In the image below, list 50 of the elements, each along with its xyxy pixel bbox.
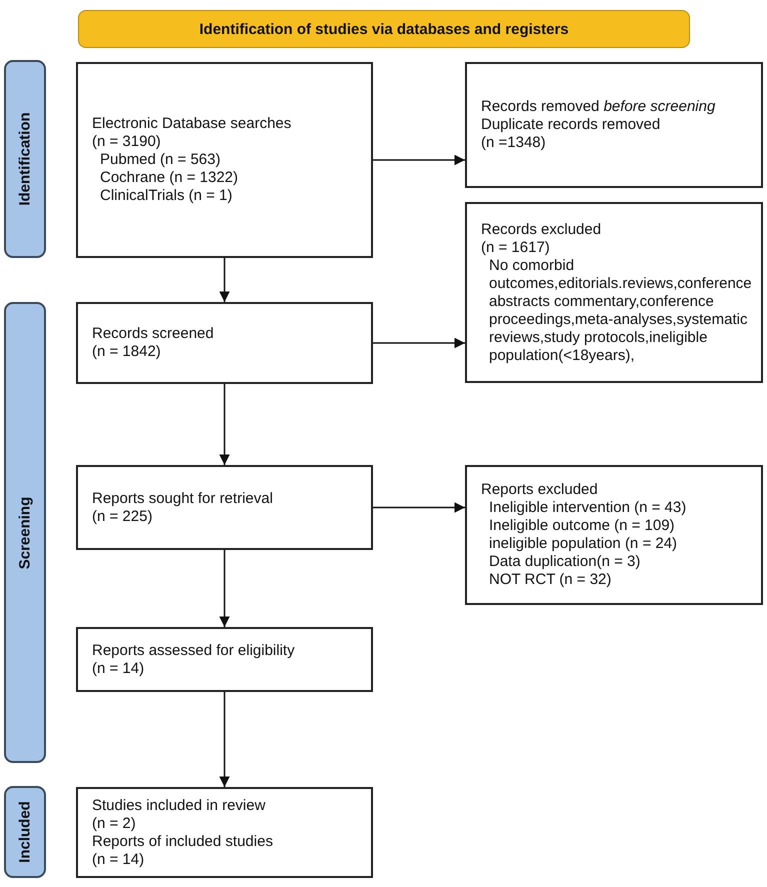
box-text: ineligible population (n = 24) (488, 535, 678, 553)
box-text: No comorbid outcomes,editorials.reviews,conference abstracts commentary,conference proceedings,meta-analyses,systematic reviews,study protocols,ineligible population(<18years), (488, 256, 751, 364)
box-text: (n = 1617) (481, 238, 551, 256)
box-text: Pubmed (n = 563) (99, 151, 222, 169)
box-text: (n = 225) (92, 508, 154, 526)
box-heading: Records screened (92, 325, 215, 343)
box-text: Ineligible intervention (n = 43) (488, 499, 688, 517)
phase-label-bar (4, 302, 46, 763)
process-box (76, 465, 373, 550)
arrow (219, 384, 230, 465)
process-box (465, 465, 763, 605)
process-box (465, 202, 763, 383)
arrow (373, 502, 465, 513)
arrow (373, 338, 465, 348)
box-text: Cochrane (n = 1322) (99, 169, 240, 187)
phase-label: Identification (16, 112, 34, 206)
banner-title: Identification of studies via databases and registers (199, 20, 569, 38)
box-heading: Reports sought for retrieval (92, 490, 274, 508)
phase-label: Included (16, 801, 34, 863)
box-text: (n = 1842) (92, 343, 162, 361)
box-text: Reports of included studies (92, 832, 274, 850)
box-heading: Records excluded (481, 220, 602, 238)
phase-label: Screening (16, 496, 34, 569)
process-box (76, 302, 373, 384)
box-text: (n =1348) (481, 134, 547, 152)
box-text: Data duplication(n = 3) (488, 553, 642, 571)
box-heading: Reports excluded (481, 481, 599, 499)
box-text: ClinicalTrials (n = 1) (99, 187, 234, 205)
arrow (373, 154, 465, 166)
box-text: (n = 14) (92, 850, 146, 868)
arrow (219, 692, 230, 787)
box-text: (n = 2) (92, 814, 137, 832)
box-heading: Records removed before screening (481, 98, 716, 116)
box-text: (n = 3190) (92, 133, 162, 151)
phase-label-bar (4, 786, 46, 878)
process-box (76, 62, 373, 258)
process-box (76, 627, 373, 692)
box-text: Duplicate records removed (481, 116, 662, 134)
arrow (219, 550, 230, 627)
phase-label-bar (4, 60, 46, 258)
arrow (219, 258, 230, 302)
process-box (76, 787, 373, 878)
box-heading: Reports assessed for eligibility (92, 642, 296, 660)
box-text: NOT RCT (n = 32) (488, 571, 612, 589)
process-box (465, 62, 763, 188)
box-text: Ineligible outcome (n = 109) (488, 517, 676, 535)
section-header-banner (78, 10, 690, 48)
box-heading: Studies included in review (92, 796, 266, 814)
box-text: (n = 14) (92, 660, 146, 678)
box-heading: Electronic Database searches (92, 115, 292, 133)
